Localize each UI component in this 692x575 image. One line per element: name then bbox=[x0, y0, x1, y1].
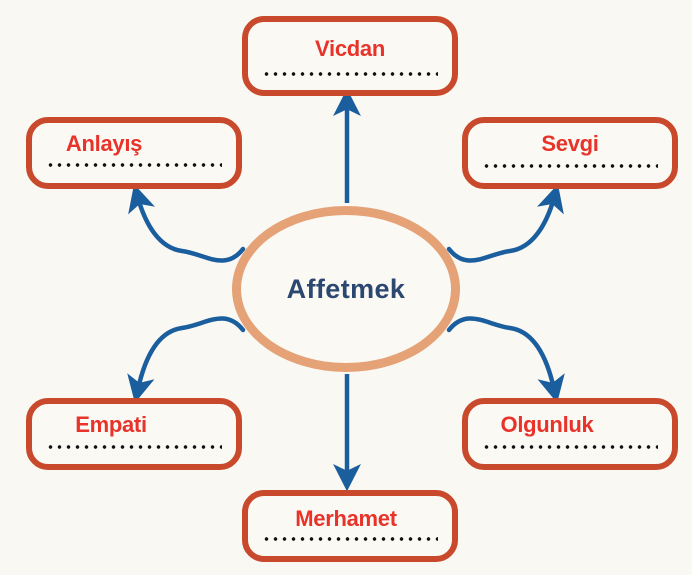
connector-center-to-empati bbox=[127, 316, 246, 404]
node-box-anlayis[interactable]: Anlayış bbox=[26, 117, 242, 189]
node-dotted-rule bbox=[262, 537, 438, 541]
connector-center-to-olgunluk bbox=[446, 316, 565, 404]
node-dotted-rule bbox=[482, 445, 658, 449]
connector-center-to-sevgi bbox=[446, 184, 564, 263]
node-label-olgunluk: Olgunluk bbox=[500, 412, 594, 437]
connector-center-to-anlayis bbox=[128, 184, 246, 263]
node-dotted-rule bbox=[46, 163, 222, 167]
node-label-vicdan: Vicdan bbox=[315, 36, 385, 61]
node-label-anlayis: Anlayış bbox=[65, 131, 143, 156]
node-box-merhamet[interactable]: Merhamet bbox=[242, 490, 458, 562]
node-label-empati: Empati bbox=[75, 412, 147, 437]
node-dotted-rule bbox=[46, 445, 222, 449]
node-box-olgunluk[interactable]: Olgunluk bbox=[462, 398, 678, 470]
center-node-label: Affetmek bbox=[286, 273, 406, 304]
node-label-sevgi: Sevgi bbox=[541, 131, 599, 156]
node-dotted-rule bbox=[482, 164, 658, 168]
node-dotted-rule bbox=[262, 72, 438, 76]
node-box-empati[interactable]: Empati bbox=[26, 398, 242, 470]
node-box-sevgi[interactable]: Sevgi bbox=[462, 117, 678, 189]
center-node-affetmek[interactable]: Affetmek bbox=[232, 206, 460, 372]
node-label-merhamet: Merhamet bbox=[295, 506, 397, 531]
node-box-vicdan[interactable]: Vicdan bbox=[242, 16, 458, 96]
